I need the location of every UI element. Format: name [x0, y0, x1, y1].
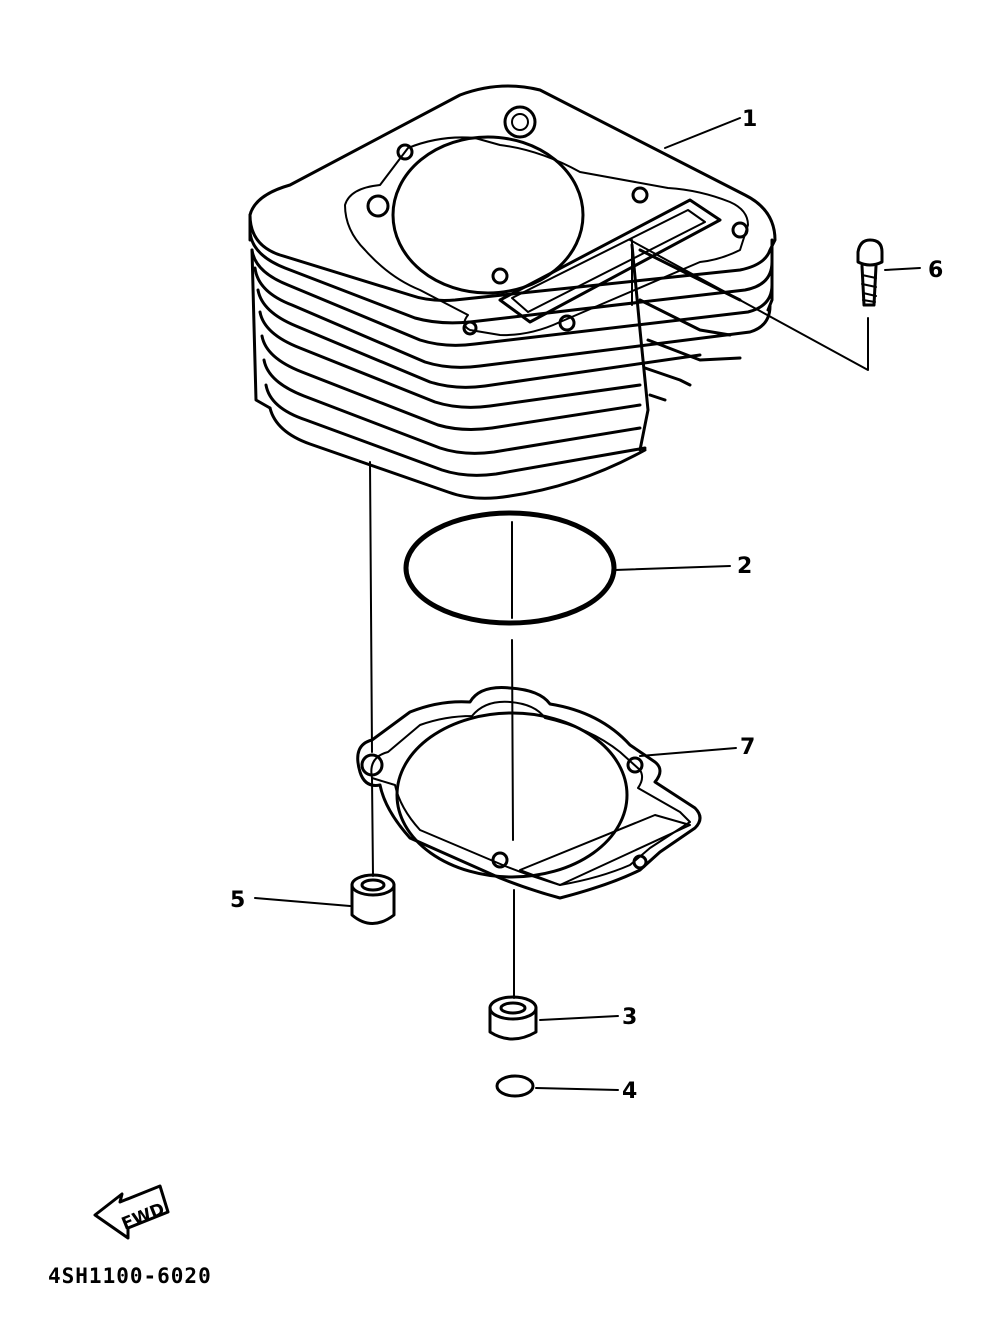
- o-ring-large: [403, 510, 617, 626]
- callout-1: 1: [742, 107, 757, 132]
- callout-2: 2: [737, 554, 752, 579]
- callout-4: 4: [622, 1079, 637, 1104]
- dowel-pin-left: [350, 873, 396, 925]
- callout-3: 3: [622, 1005, 637, 1030]
- dowel-pin-center: [488, 995, 538, 1041]
- callout-7: 7: [740, 735, 755, 760]
- fwd-arrow-icon: FWD: [93, 1184, 170, 1240]
- diagram-code: 4SH1100-6020: [48, 1264, 212, 1288]
- cylinder-gasket: [356, 686, 702, 900]
- cylinder-part: [248, 84, 777, 500]
- o-ring-small: [495, 1074, 535, 1098]
- callout-5: 5: [230, 888, 245, 913]
- callout-6: 6: [928, 258, 943, 283]
- leader-lines: [254, 117, 921, 1091]
- assembly-lines: [369, 239, 869, 999]
- bolt-part: [856, 238, 884, 307]
- fwd-label: FWD: [119, 1199, 168, 1234]
